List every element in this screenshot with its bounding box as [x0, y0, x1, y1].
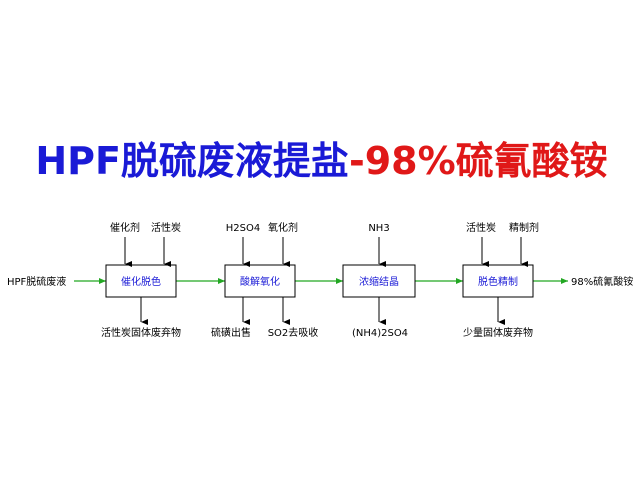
title-part-1: HPF脱硫废液提盐: [35, 139, 349, 183]
step-4-input-1: 活性炭: [466, 221, 496, 234]
step-2-label: 酸解氧化: [240, 275, 280, 288]
step-3-input-1: NH3: [368, 223, 389, 234]
step-1-output-1: 活性炭固体废弃物: [101, 326, 181, 339]
step-1-label: 催化脱色: [121, 275, 161, 288]
feed-label: HPF脱硫废液: [7, 275, 66, 288]
title-part-2: -98%硫氰酸铵: [348, 139, 608, 183]
step-4-input-2: 精制剂: [509, 221, 539, 234]
step-box-2: [224, 264, 296, 298]
step-3-label: 浓缩结晶: [359, 275, 399, 288]
step-2-output-1: 硫磺出售: [211, 326, 251, 339]
step-2-input-1: H2SO4: [226, 223, 260, 234]
page-title: HPF脱硫废液提盐-98%硫氰酸铵: [0, 138, 643, 184]
step-box-3: [342, 264, 416, 298]
step-3-output-1: (NH4)2SO4: [352, 328, 408, 339]
step-box-4: [462, 264, 534, 298]
step-2-output-2: SO2去吸收: [268, 326, 319, 339]
process-boxes: [105, 264, 534, 298]
step-4-label: 脱色精制: [478, 275, 518, 288]
step-4-output-1: 少量固体废弃物: [463, 326, 533, 339]
product-label: 98%硫氰酸铵: [571, 275, 633, 288]
step-1-input-2: 活性炭: [151, 221, 181, 234]
step-box-1: [105, 264, 177, 298]
step-2-input-2: 氧化剂: [268, 221, 298, 234]
side-arrows: [124, 237, 528, 325]
step-1-input-1: 催化剂: [110, 221, 140, 234]
